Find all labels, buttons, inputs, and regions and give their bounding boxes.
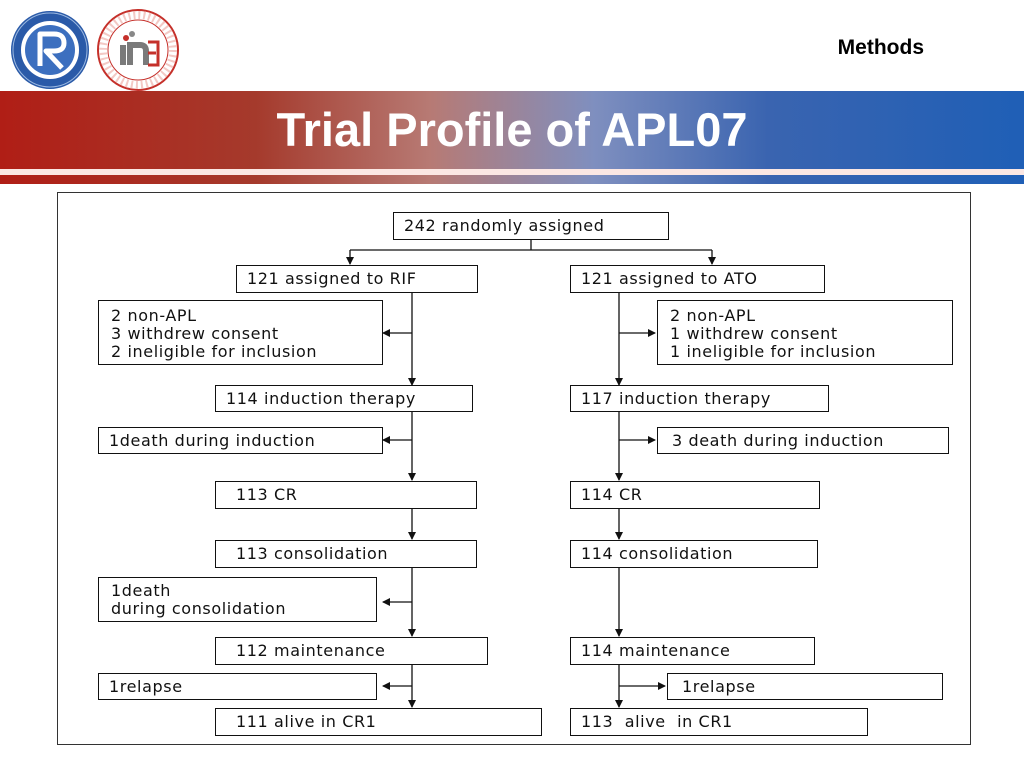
rif-consolidation-death-box: 1death during consolidation — [98, 577, 377, 622]
rif-excluded-line: 2 ineligible for inclusion — [111, 342, 318, 361]
ato-consolidation-box: 114 consolidation — [570, 540, 818, 568]
rif-assigned-box: 121 assigned to RIF — [236, 265, 478, 293]
ato-alive-box: 113 alive in CR1 — [570, 708, 868, 736]
title-banner: Trial Profile of APL07 — [0, 91, 1024, 184]
flowchart-connectors — [57, 192, 971, 745]
rif-excluded-line: 2 non-APL — [111, 306, 197, 325]
rif-alive-box: 111 alive in CR1 — [215, 708, 542, 736]
trial-flowchart: 242 randomly assigned 121 assigned to RI… — [57, 192, 971, 745]
institute-of-hematology-logo — [97, 9, 179, 91]
ato-cr-box: 114 CR — [570, 481, 820, 509]
rif-relapse-box: 1relapse — [98, 673, 377, 700]
slide-title: Trial Profile of APL07 — [276, 103, 748, 156]
ato-relapse-box: 1relapse — [667, 673, 943, 700]
rif-consolidation-death-line: during consolidation — [111, 599, 287, 618]
rif-cr-box: 113 CR — [215, 481, 477, 509]
ato-excluded-line: 1 withdrew consent — [670, 324, 838, 343]
ato-excluded-line: 1 ineligible for inclusion — [670, 342, 877, 361]
ato-excluded-line: 2 non-APL — [670, 306, 756, 325]
rif-excluded-box: 2 non-APL 3 withdrew consent 2 ineligibl… — [98, 300, 383, 365]
rif-induction-box: 114 induction therapy — [215, 385, 473, 412]
ato-maintenance-box: 114 maintenance — [570, 637, 815, 665]
randomized-box: 242 randomly assigned — [393, 212, 669, 240]
ato-induction-death-box: 3 death during induction — [657, 427, 949, 454]
ato-excluded-box: 2 non-APL 1 withdrew consent 1 ineligibl… — [657, 300, 953, 365]
rif-maintenance-box: 112 maintenance — [215, 637, 488, 665]
rif-consolidation-death-line: 1death — [111, 581, 171, 600]
rif-consolidation-box: 113 consolidation — [215, 540, 477, 568]
section-label: Methods — [837, 36, 924, 59]
banner-stripe — [0, 169, 1024, 175]
ato-induction-box: 117 induction therapy — [570, 385, 829, 412]
rif-excluded-line: 3 withdrew consent — [111, 324, 279, 343]
university-logo — [11, 11, 89, 89]
ato-assigned-box: 121 assigned to ATO — [570, 265, 825, 293]
rif-induction-death-box: 1death during induction — [98, 427, 383, 454]
